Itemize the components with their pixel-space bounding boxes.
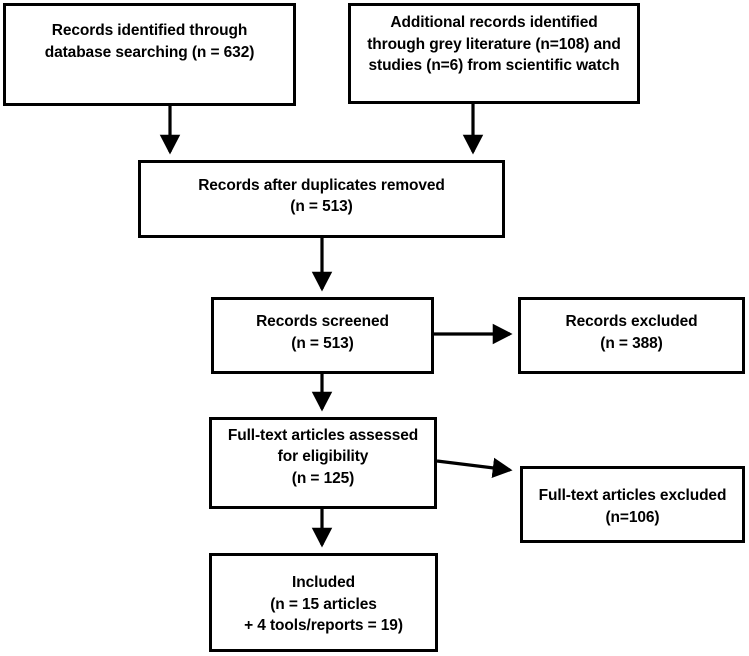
box-studies-included-label: Included (n = 15 articles + 4 tools/repo… bbox=[244, 574, 403, 635]
box-records-excluded: Records excluded (n = 388) bbox=[518, 297, 745, 374]
box-records-excluded-label: Records excluded (n = 388) bbox=[565, 313, 698, 352]
box-records-identified-other-sources: Additional records identified through gr… bbox=[348, 3, 640, 104]
box-full-text-articles-assessed: Full-text articles assessed for eligibil… bbox=[209, 417, 437, 509]
arrow-fulltext-to-excluded bbox=[436, 457, 513, 479]
box-studies-included: Included (n = 15 articles + 4 tools/repo… bbox=[209, 553, 438, 652]
box-records-after-duplicates-removed-label: Records after duplicates removed (n = 51… bbox=[198, 176, 445, 215]
box-records-screened: Records screened (n = 513) bbox=[211, 297, 434, 374]
box-records-screened-label: Records screened (n = 513) bbox=[256, 313, 389, 352]
box-records-after-duplicates-removed: Records after duplicates removed (n = 51… bbox=[138, 160, 505, 238]
box-full-text-articles-excluded: Full-text articles excluded (n=106) bbox=[520, 466, 745, 543]
box-full-text-articles-excluded-label: Full-text articles excluded (n=106) bbox=[538, 487, 727, 526]
box-records-identified-other-sources-label: Additional records identified through gr… bbox=[367, 14, 621, 75]
box-records-identified-database: Records identified through database sear… bbox=[3, 3, 296, 106]
box-records-identified-database-label: Records identified through database sear… bbox=[44, 22, 255, 61]
box-full-text-articles-assessed-label: Full-text articles assessed for eligibil… bbox=[227, 426, 419, 487]
